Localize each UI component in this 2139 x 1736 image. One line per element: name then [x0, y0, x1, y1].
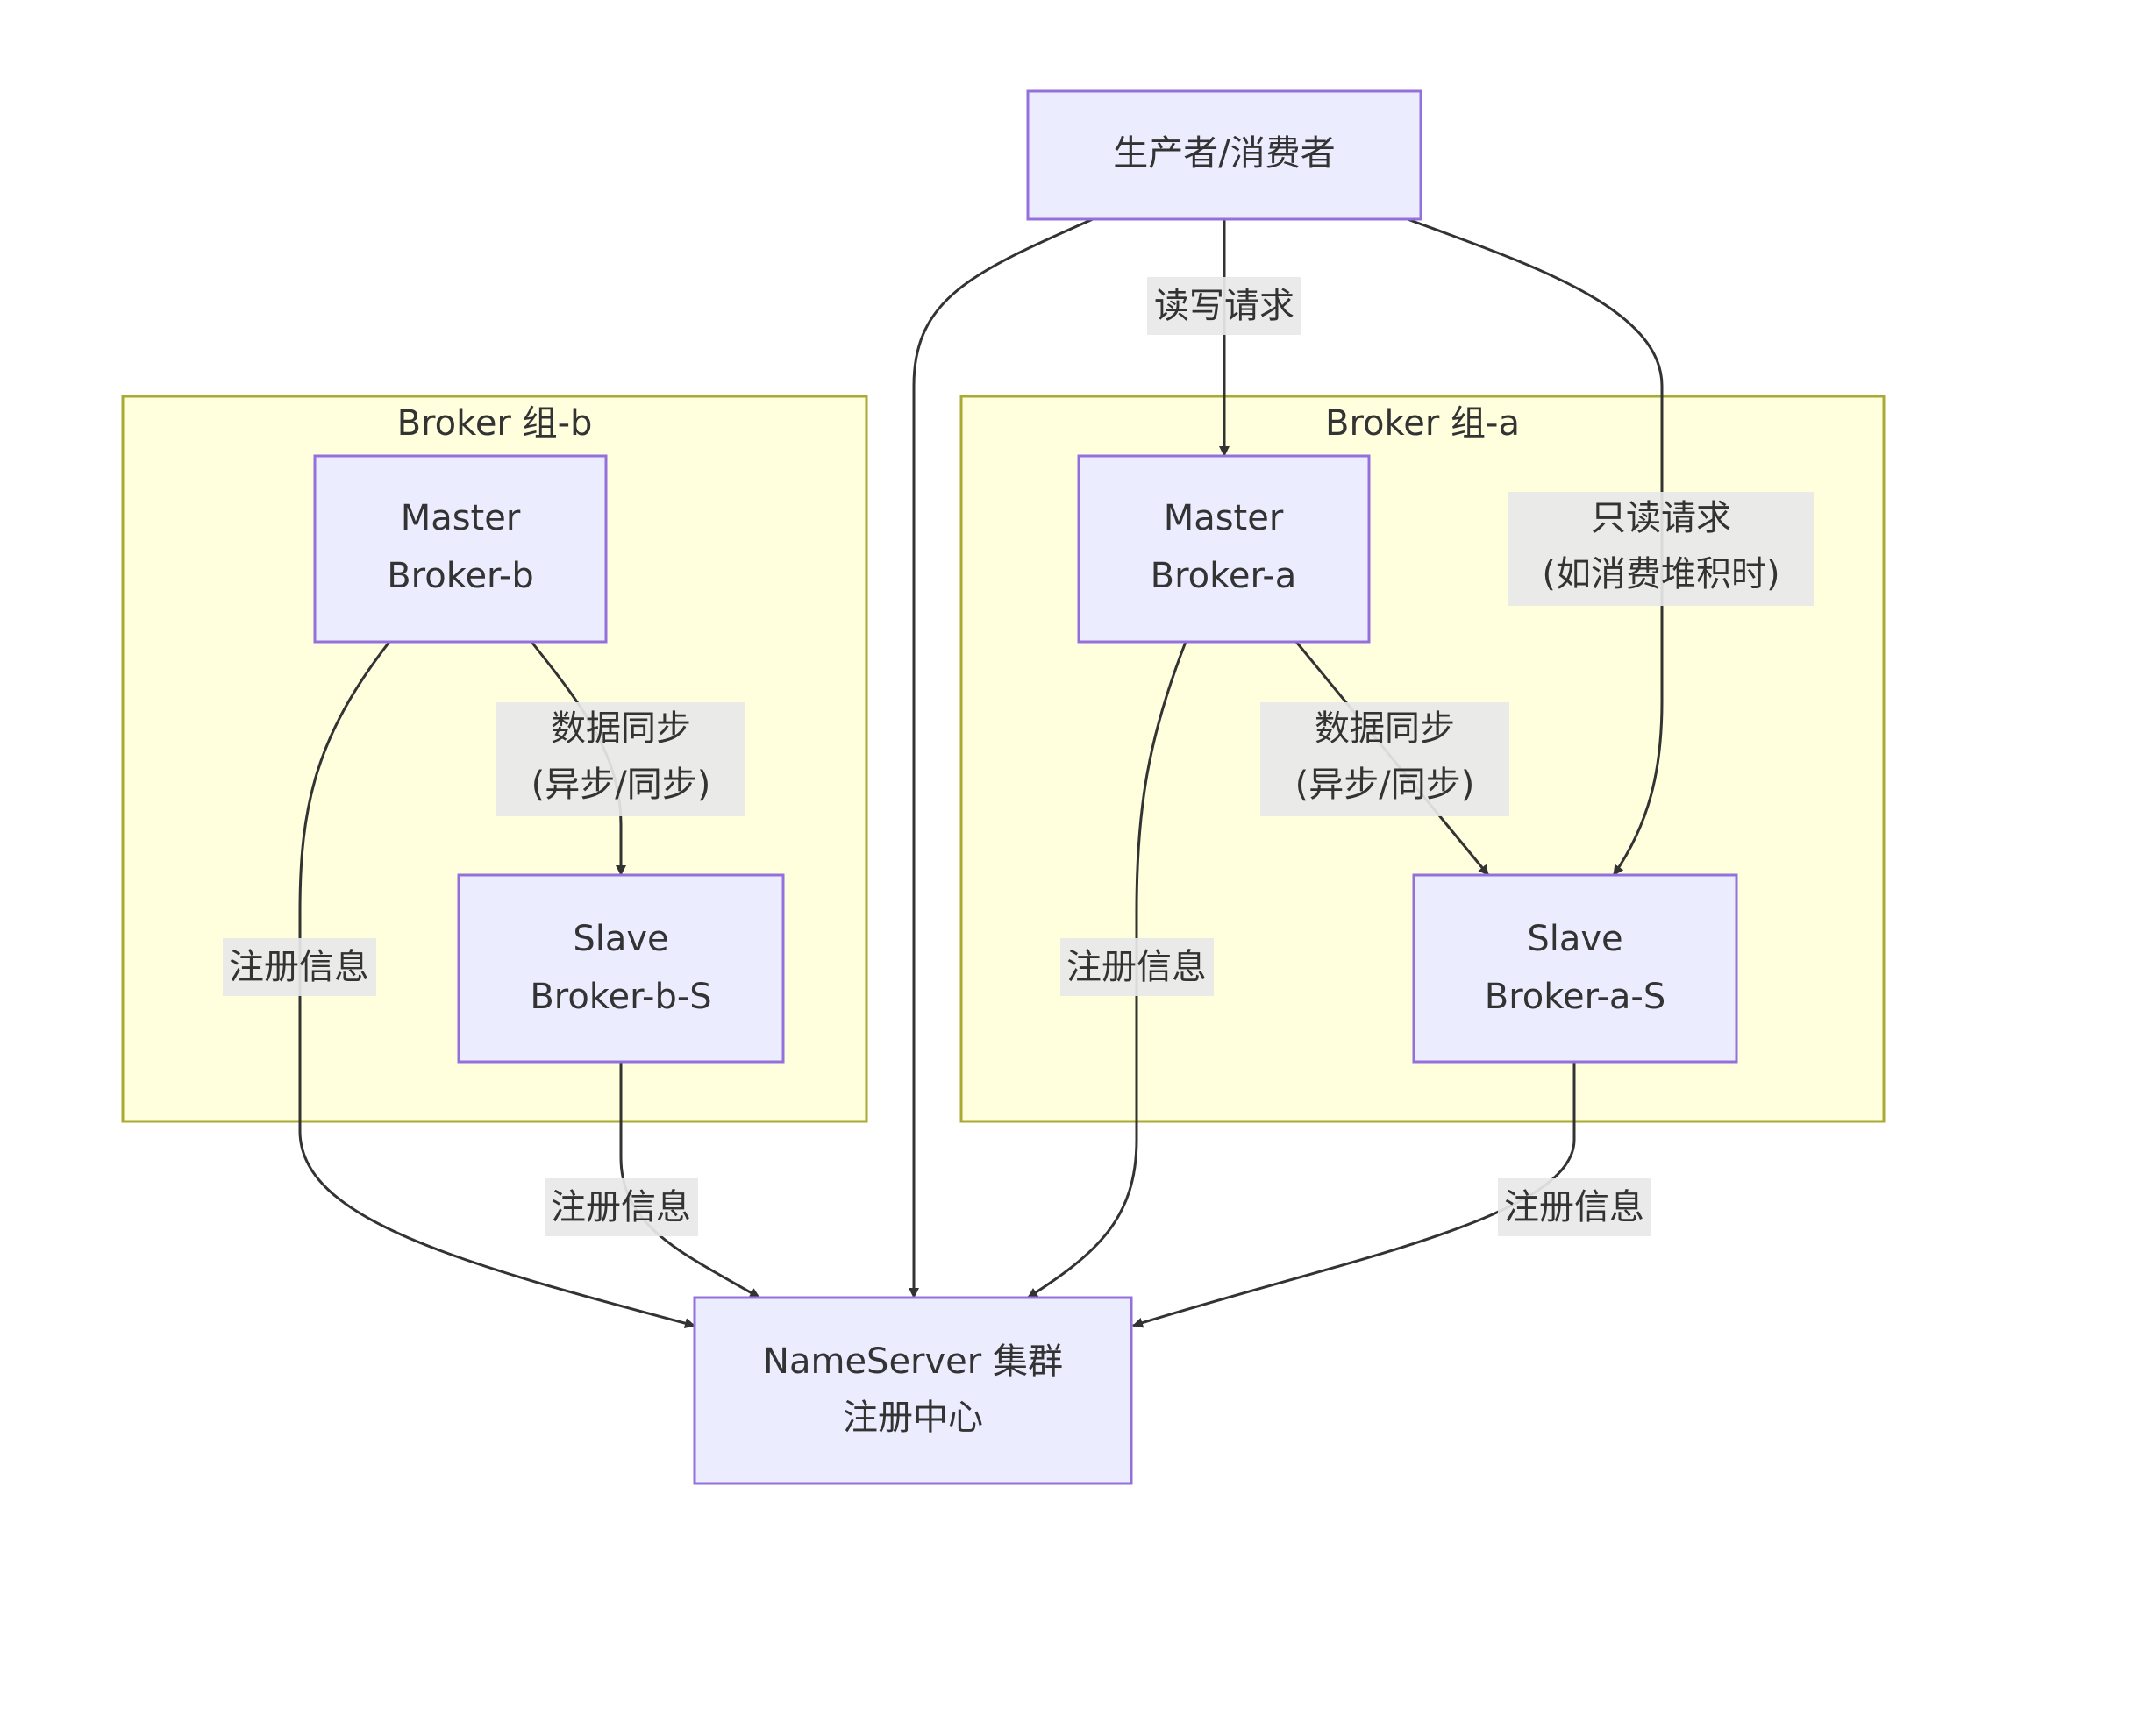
edge-client-to-slave-a — [1407, 217, 1664, 876]
edge-label-register-master-a: 注册信息 — [1060, 938, 1214, 996]
svg-text:Broker-b: Broker-b — [387, 556, 534, 596]
edge-label-sync-a: 数据同步 (异步/同步) — [1260, 702, 1509, 816]
edge-labels: 读写请求 只读请求 (如消费堆积时) 数据同步 (异步/同步) 数据同步 (异步… — [223, 277, 1814, 1236]
svg-text:数据同步: 数据同步 — [551, 708, 691, 749]
edge-client-to-nameserver — [909, 217, 1094, 1298]
svg-text:NameServer 集群: NameServer 集群 — [763, 1341, 1063, 1382]
svg-text:Slave: Slave — [573, 919, 668, 959]
edge-label-register-slave-b: 注册信息 — [545, 1178, 698, 1236]
edge-label-read-only: 只读请求 (如消费堆积时) — [1508, 492, 1814, 606]
svg-text:Broker-a-S: Broker-a-S — [1485, 977, 1665, 1017]
node-master-broker-a: Master Broker-a — [1077, 454, 1371, 644]
svg-text:(如消费堆积时): (如消费堆积时) — [1542, 554, 1779, 594]
svg-text:Broker-a: Broker-a — [1151, 556, 1297, 596]
node-slave-broker-a: Slave Broker-a-S — [1412, 873, 1738, 1064]
cluster-broker-group-a-title: Broker 组-a — [1325, 403, 1520, 444]
svg-text:Slave: Slave — [1527, 919, 1622, 959]
svg-text:数据同步: 数据同步 — [1315, 708, 1455, 749]
node-slave-broker-b: Slave Broker-b-S — [457, 873, 785, 1064]
edge-label-register-master-b: 注册信息 — [223, 938, 376, 996]
edge-label-sync-b: 数据同步 (异步/同步) — [496, 702, 745, 816]
svg-text:生产者/消费者: 生产者/消费者 — [1113, 133, 1335, 174]
svg-text:Master: Master — [1164, 498, 1284, 538]
svg-text:(异步/同步): (异步/同步) — [531, 765, 711, 805]
edge-slave-a-to-nameserver — [1132, 1062, 1576, 1328]
svg-text:注册信息: 注册信息 — [229, 947, 369, 987]
svg-text:读写请求: 读写请求 — [1154, 286, 1294, 326]
svg-text:Broker-b-S: Broker-b-S — [530, 977, 711, 1017]
node-master-broker-b: Master Broker-b — [313, 454, 608, 644]
cluster-broker-group-b-title: Broker 组-b — [397, 403, 593, 444]
edge-master-b-to-nameserver — [298, 641, 695, 1328]
edge-label-read-write: 读写请求 — [1147, 277, 1301, 335]
node-nameserver-cluster: NameServer 集群 注册中心 — [693, 1296, 1133, 1485]
svg-text:注册信息: 注册信息 — [1066, 947, 1207, 987]
svg-text:注册信息: 注册信息 — [1504, 1187, 1644, 1227]
edge-label-register-slave-a: 注册信息 — [1498, 1178, 1651, 1236]
svg-text:Master: Master — [401, 498, 521, 538]
svg-text:注册中心: 注册中心 — [843, 1398, 983, 1438]
svg-text:只读请求: 只读请求 — [1591, 498, 1731, 538]
svg-text:(异步/同步): (异步/同步) — [1295, 765, 1475, 805]
svg-text:注册信息: 注册信息 — [551, 1187, 691, 1227]
node-producer-consumer: 生产者/消费者 — [1026, 89, 1422, 221]
edge-master-a-to-nameserver — [1027, 641, 1187, 1299]
